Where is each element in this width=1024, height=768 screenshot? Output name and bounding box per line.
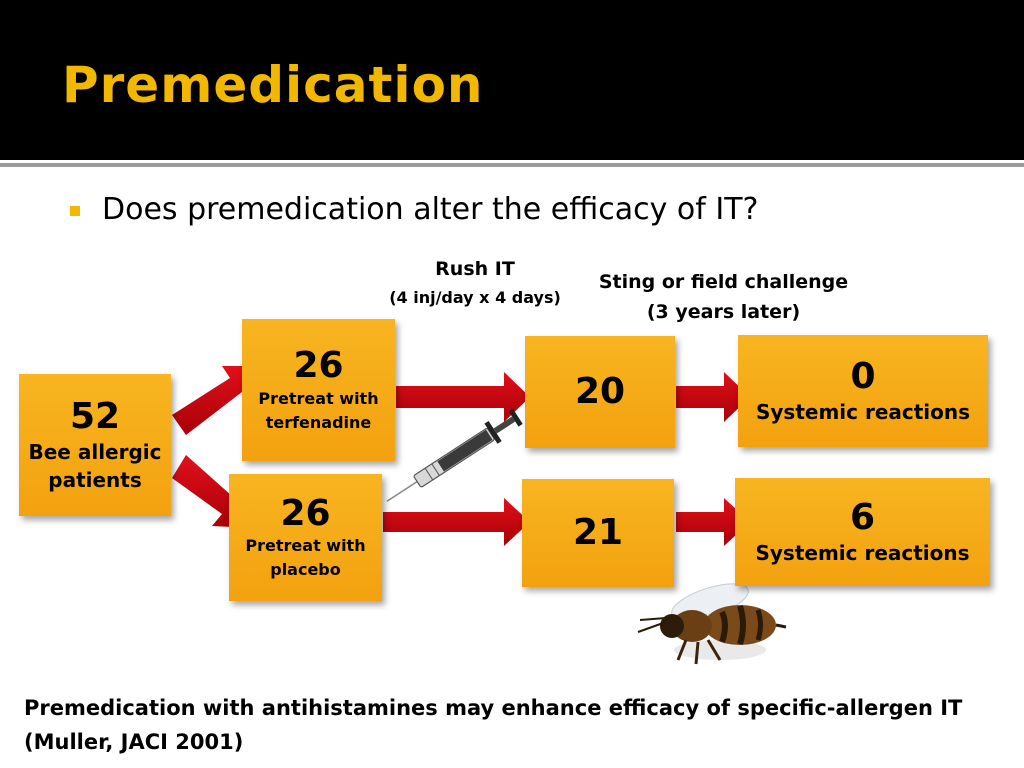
slide-title: Premedication xyxy=(62,56,484,114)
conclusion-line1: Premedication with antihistamines may en… xyxy=(24,696,963,720)
box-bee-allergic-patients: 52 Bee allergic patients xyxy=(19,374,171,516)
terf-completed-count: 20 xyxy=(574,371,626,413)
title-bar: Premedication xyxy=(0,0,1024,160)
citation: (Muller, JACI 2001) xyxy=(24,729,244,754)
patients-line2: patients xyxy=(48,467,142,492)
rush-it-detail: (4 inj/day x 4 days) xyxy=(389,288,561,307)
arrow-21-to-6 xyxy=(676,498,750,546)
box-pretreat-terfenadine: 26 Pretreat with terfenadine xyxy=(242,319,395,461)
placebo-line2: placebo xyxy=(270,560,341,580)
arrow-terf-to-20 xyxy=(396,372,530,422)
patients-line1: Bee allergic xyxy=(28,439,162,464)
terf-reactions-count: 0 xyxy=(850,356,876,398)
conclusion-text: Premedication with antihistamines may en… xyxy=(24,692,962,759)
placebo-count: 26 xyxy=(280,492,331,534)
box-terfenadine-completed: 20 xyxy=(525,336,675,448)
placebo-reactions-count: 6 xyxy=(849,497,876,539)
challenge-detail: (3 years later) xyxy=(646,301,801,323)
terfenadine-line2: terfenadine xyxy=(265,412,372,432)
challenge-title: Sting or field challenge xyxy=(598,271,849,293)
patients-count: 52 xyxy=(69,396,121,438)
placebo-completed-count: 21 xyxy=(572,512,624,554)
bullet-question: Does premedication alter the efficacy of… xyxy=(102,192,759,227)
placebo-reactions-label: Systemic reactions xyxy=(755,540,970,565)
arrow-to-terfenadine xyxy=(172,366,262,435)
box-terfenadine-reactions: 0 Systemic reactions xyxy=(738,335,988,447)
bee-icon xyxy=(637,583,787,665)
rush-it-title: Rush IT xyxy=(435,258,515,280)
terfenadine-line1: Pretreat with xyxy=(258,388,379,408)
box-pretreat-placebo: 26 Pretreat with placebo xyxy=(229,474,382,601)
box-placebo-reactions: 6 Systemic reactions xyxy=(735,478,990,586)
title-divider xyxy=(0,163,1024,167)
arrow-20-to-0 xyxy=(676,372,750,422)
placebo-line1: Pretreat with xyxy=(245,536,366,556)
syringe-icon xyxy=(386,408,523,502)
box-placebo-completed: 21 xyxy=(522,479,674,587)
terfenadine-count: 26 xyxy=(293,345,344,387)
bullet-marker xyxy=(70,206,80,216)
arrow-placebo-to-21 xyxy=(383,498,530,546)
terf-reactions-label: Systemic reactions xyxy=(755,399,971,424)
